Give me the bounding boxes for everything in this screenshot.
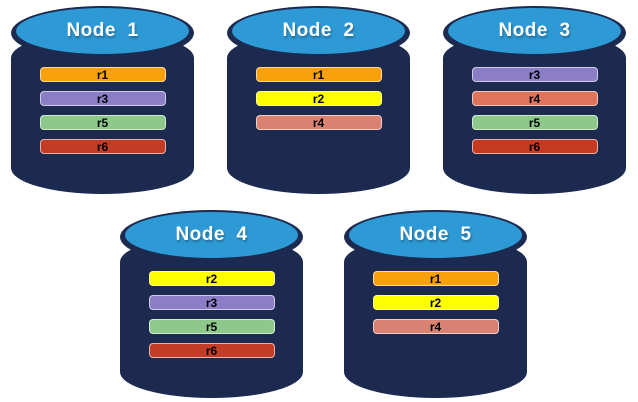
replica-bar-r2: r2 — [372, 295, 499, 310]
replica-stack: r3 r4 r5 r6 — [443, 67, 626, 154]
replica-bar-r1: r1 — [39, 67, 166, 82]
cylinder-top-face: Node 2 — [232, 8, 405, 54]
cylinder-top-face: Node 1 — [16, 8, 189, 54]
node-3: Node 3 r3 r4 r5 r6 — [443, 6, 626, 194]
replica-bar-r2: r2 — [255, 91, 382, 106]
node-1: Node 1 r1 r3 r5 r6 — [11, 6, 194, 194]
replica-bar-r3: r3 — [471, 67, 598, 82]
cylinder-top-face: Node 5 — [349, 212, 522, 258]
node-2: Node 2 r1 r2 r4 — [227, 6, 410, 194]
node-label: Node 1 — [66, 20, 139, 41]
replica-bar-r3: r3 — [148, 295, 275, 310]
replica-bar-r5: r5 — [39, 115, 166, 130]
node-label: Node 2 — [282, 20, 355, 41]
node-4: Node 4 r2 r3 r5 r6 — [120, 210, 303, 398]
replica-stack: r1 r2 r4 — [227, 67, 410, 130]
cylinder-top-face: Node 3 — [448, 8, 621, 54]
replica-bar-r1: r1 — [372, 271, 499, 286]
replica-bar-r6: r6 — [39, 139, 166, 154]
node-5: Node 5 r1 r2 r4 — [344, 210, 527, 398]
replica-bar-r5: r5 — [148, 319, 275, 334]
replica-bar-r4: r4 — [471, 91, 598, 106]
replica-bar-r2: r2 — [148, 271, 275, 286]
replica-stack: r1 r3 r5 r6 — [11, 67, 194, 154]
replica-bar-r6: r6 — [148, 343, 275, 358]
replica-stack: r2 r3 r5 r6 — [120, 271, 303, 358]
replica-bar-r1: r1 — [255, 67, 382, 82]
node-label: Node 4 — [175, 224, 248, 245]
replica-bar-r4: r4 — [255, 115, 382, 130]
node-label: Node 5 — [399, 224, 472, 245]
replica-stack: r1 r2 r4 — [344, 271, 527, 334]
cylinder-top-face: Node 4 — [125, 212, 298, 258]
node-label: Node 3 — [498, 20, 571, 41]
replica-bar-r3: r3 — [39, 91, 166, 106]
replica-bar-r5: r5 — [471, 115, 598, 130]
replica-bar-r6: r6 — [471, 139, 598, 154]
replica-bar-r4: r4 — [372, 319, 499, 334]
